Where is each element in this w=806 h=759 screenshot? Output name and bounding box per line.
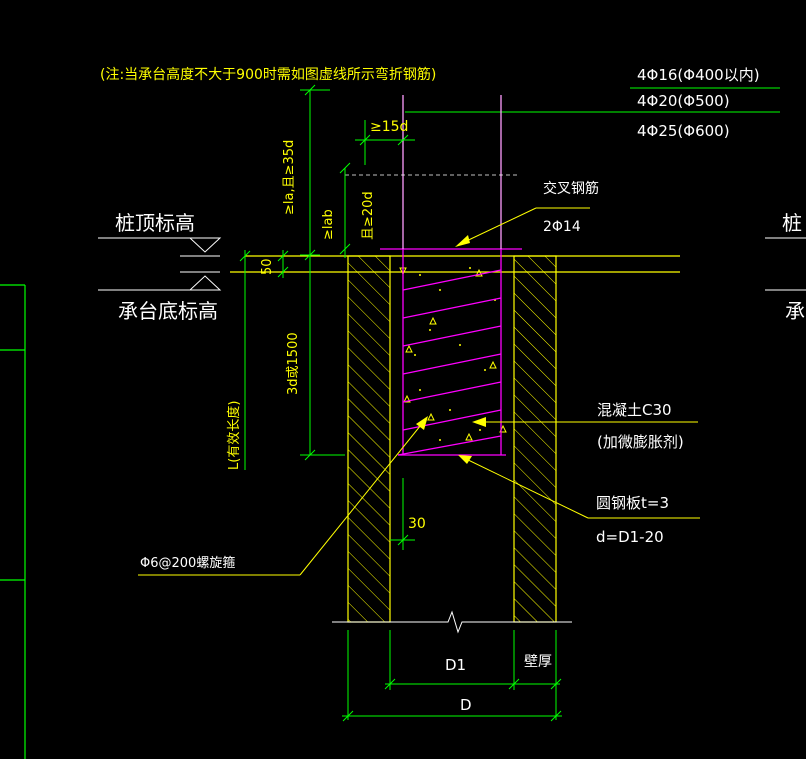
dim-lab (339, 162, 351, 258)
dim-la-35d (300, 84, 345, 461)
pile-top-elevation-label-right: 桩 (782, 211, 802, 235)
arrow-icon (455, 235, 470, 247)
dim-L-label: L(有效长度) (226, 401, 242, 470)
dim-la-35d-label: ≥la,且≥35d (282, 140, 297, 215)
rebar-spec-1: 4Φ16(Φ400以内) (637, 66, 760, 84)
pile-wall-left (347, 255, 391, 623)
rebar-spec-group: 4Φ16(Φ400以内) 4Φ20(Φ500) 4Φ25(Φ600) (405, 66, 780, 140)
dim-20d-label: 且≥20d (361, 191, 376, 240)
dim-30-label: 30 (408, 516, 426, 532)
dim-15d-label: ≥15d (370, 119, 408, 135)
elevation-marks-left: 桩顶标高 承台底标高 (98, 211, 222, 323)
note-text: (注:当承台高度不大于900时需如图虚线所示弯折钢筋) (100, 66, 436, 83)
rebar-spec-2: 4Φ20(Φ500) (637, 92, 730, 110)
rebar-spec-3: 4Φ25(Φ600) (637, 122, 730, 140)
dim-wall-label: 壁厚 (524, 654, 552, 670)
concrete-label: 混凝土C30 (597, 401, 672, 419)
cap-bottom-elevation-label: 承台底标高 (118, 299, 218, 323)
dim-15d (355, 120, 415, 165)
spiral-leader (138, 419, 426, 576)
cross-bars-label: 交叉钢筋 (543, 180, 599, 197)
plate-diameter-label: d=D1-20 (596, 528, 664, 546)
steel-plate-label: 圆钢板t=3 (596, 494, 669, 512)
rebar-extension-lines (345, 95, 520, 249)
arrow-icon (416, 416, 428, 430)
pile-top-elevation-label: 桩顶标高 (115, 211, 195, 235)
dim-30 (390, 478, 415, 550)
spiral-stirrups (397, 269, 502, 456)
dim-50-label: 50 (260, 258, 275, 275)
dim-L (239, 250, 251, 470)
arrow-icon (458, 455, 472, 464)
elevation-triangle-icon (188, 237, 222, 253)
cap-bottom-elevation-label-right: 承 (785, 299, 805, 323)
expansion-label: (加微膨胀剂) (597, 433, 684, 451)
break-line (332, 610, 572, 634)
spiral-label: Φ6@200螺旋箍 (140, 555, 235, 571)
cross-bars-leader (457, 207, 590, 246)
elevation-marks-right: 桩 承 (765, 211, 806, 323)
cross-bars-spec: 2Φ14 (543, 219, 581, 235)
concrete-plug (399, 267, 507, 441)
dim-D1-label: D1 (445, 656, 466, 674)
dim-lab-label: ≥lab (321, 209, 336, 240)
arrow-icon (472, 417, 486, 427)
elevation-triangle-icon (188, 275, 222, 291)
dim-3d-1500-label: 3d或1500 (286, 332, 301, 395)
pile-wall-right (513, 255, 557, 623)
left-frame (0, 284, 26, 759)
steel-plate-leader (461, 456, 700, 519)
dim-D-label: D (460, 696, 472, 714)
dim-bottom (342, 630, 562, 722)
dim-50 (277, 250, 289, 278)
